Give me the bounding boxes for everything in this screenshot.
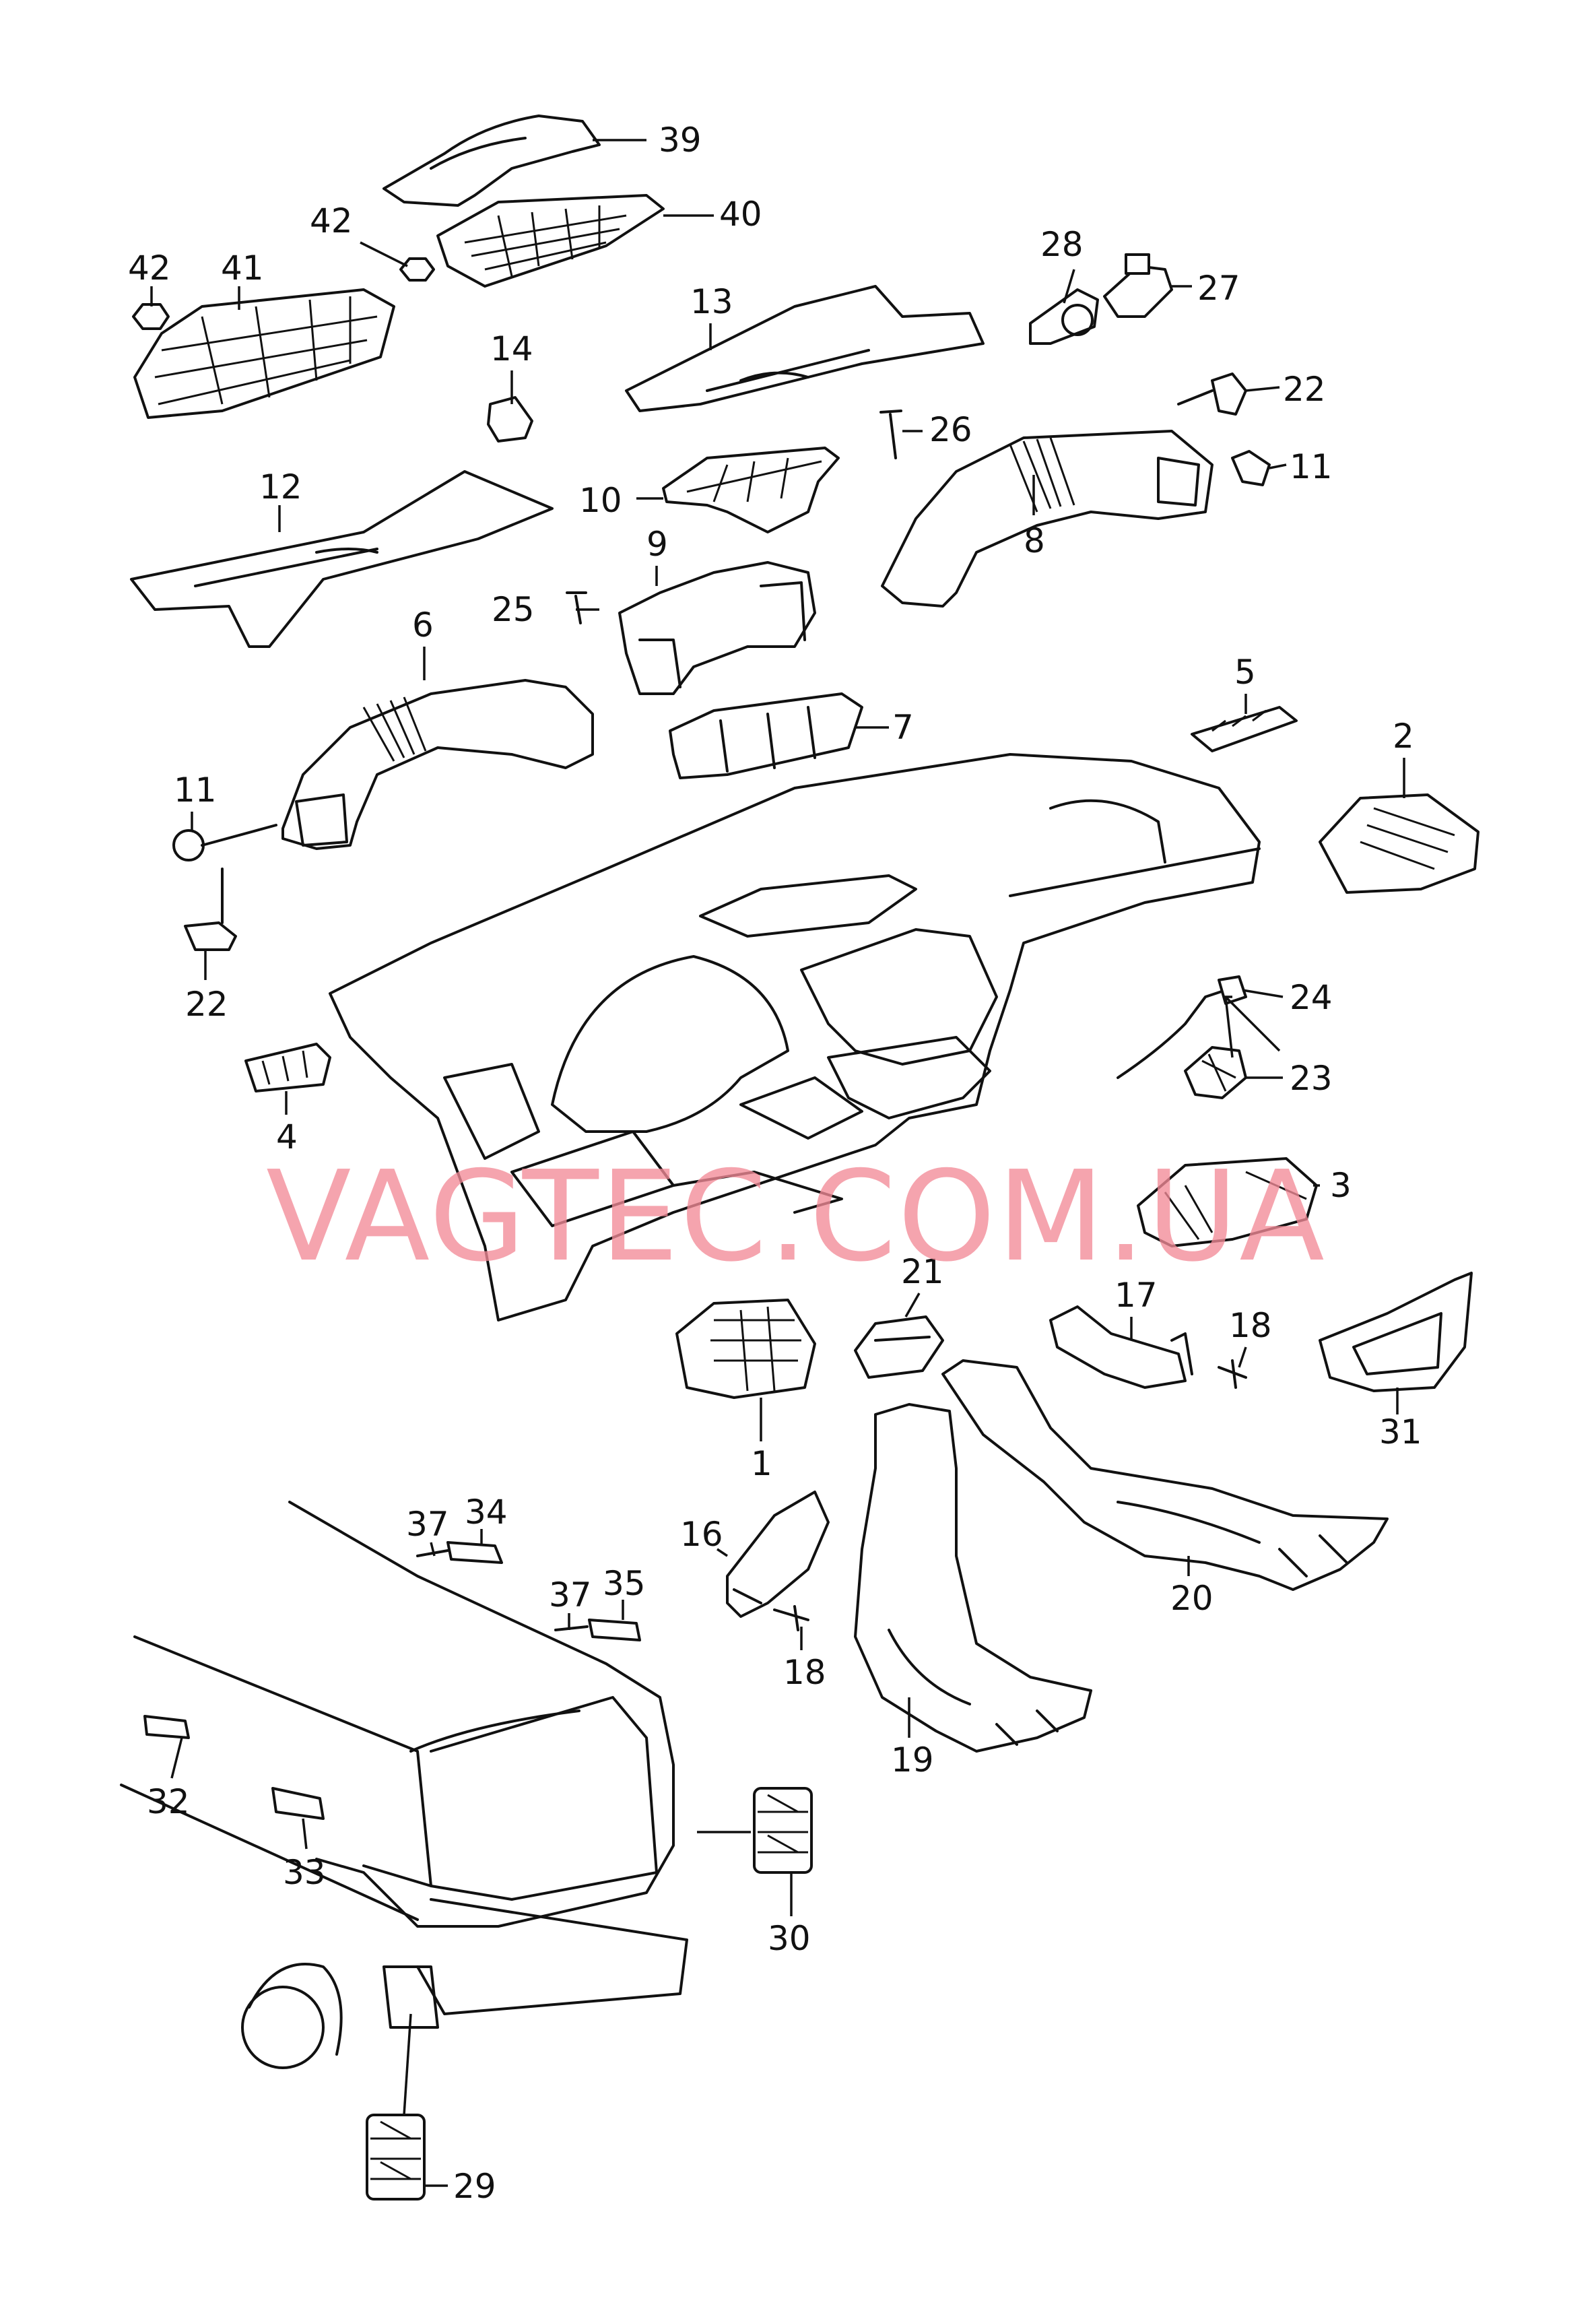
part-19-duct bbox=[854, 1403, 1092, 1753]
part-42-clip-a bbox=[132, 303, 170, 330]
callout-labels: 39 40 42 41 42 28 27 13 22 11 26 14 8 10… bbox=[128, 121, 1422, 2206]
callout-7: 7 bbox=[892, 708, 914, 747]
callout-40: 40 bbox=[719, 195, 762, 234]
callout-34: 34 bbox=[465, 1493, 508, 1532]
part-11-clip-top bbox=[1231, 450, 1271, 486]
callout-27: 27 bbox=[1197, 269, 1240, 308]
part-18-screw-center bbox=[773, 1605, 809, 1631]
callout-23: 23 bbox=[1290, 1059, 1333, 1098]
callout-41: 41 bbox=[221, 249, 264, 288]
callout-18-right: 18 bbox=[1229, 1306, 1272, 1345]
part-8-duct bbox=[881, 430, 1213, 608]
part-9-duct bbox=[618, 561, 816, 695]
callout-20: 20 bbox=[1170, 1579, 1213, 1618]
part-16-duct bbox=[726, 1491, 830, 1618]
callout-37-right: 37 bbox=[549, 1575, 592, 1615]
part-39-cover bbox=[383, 115, 601, 207]
part-26-screw bbox=[879, 410, 902, 459]
callout-32: 32 bbox=[147, 1782, 190, 1821]
callout-6: 6 bbox=[412, 606, 434, 645]
part-33-vent bbox=[271, 1787, 325, 1820]
part-37-screw-b bbox=[554, 1625, 589, 1631]
callout-35: 35 bbox=[603, 1564, 646, 1603]
part-20-duct bbox=[941, 1359, 1389, 1591]
part-18-screw-right bbox=[1218, 1359, 1247, 1389]
part-28-bracket bbox=[1029, 288, 1099, 345]
callout-25: 25 bbox=[492, 590, 535, 629]
callout-26: 26 bbox=[929, 410, 972, 449]
part-29-vent bbox=[366, 2114, 426, 2200]
callout-10: 10 bbox=[579, 481, 622, 520]
part-2-vent bbox=[1319, 793, 1479, 894]
part-10-vent bbox=[662, 447, 840, 533]
callout-3: 3 bbox=[1330, 1166, 1352, 1205]
callout-28: 28 bbox=[1040, 225, 1084, 264]
callout-1: 1 bbox=[751, 1444, 772, 1483]
part-27-sensor bbox=[1103, 253, 1173, 318]
callout-13: 13 bbox=[690, 282, 733, 321]
part-32-vent bbox=[143, 1715, 190, 1739]
part-40-grille-duct bbox=[436, 194, 665, 288]
part-25-screw bbox=[566, 591, 587, 624]
callout-16: 16 bbox=[680, 1515, 723, 1554]
part-5-vent bbox=[1191, 706, 1298, 752]
part-1-vent bbox=[675, 1299, 816, 1399]
part-31-console bbox=[1319, 1272, 1473, 1392]
leader-lines bbox=[150, 139, 1405, 2187]
callout-22-top: 22 bbox=[1283, 370, 1326, 409]
callout-2: 2 bbox=[1393, 717, 1414, 756]
part-13-rail bbox=[625, 285, 985, 412]
part-22-sensor-left bbox=[184, 868, 237, 951]
part-41-panel bbox=[133, 288, 395, 419]
callout-9: 9 bbox=[646, 525, 668, 564]
vehicle-rear bbox=[120, 1501, 688, 2069]
part-30-vent bbox=[753, 1787, 813, 1874]
part-11-clip-left bbox=[172, 824, 277, 861]
part-17-duct bbox=[1049, 1305, 1193, 1389]
callout-12: 12 bbox=[259, 467, 302, 507]
part-21-module bbox=[854, 1315, 944, 1379]
part-12-rail bbox=[130, 470, 554, 648]
watermark: VAGTEC.COM.UA bbox=[266, 1144, 1326, 1289]
callout-17: 17 bbox=[1115, 1276, 1158, 1315]
callout-33: 33 bbox=[283, 1853, 326, 1892]
part-6-duct bbox=[281, 679, 594, 850]
part-7-vent-housing bbox=[669, 692, 863, 779]
callout-11-left: 11 bbox=[174, 771, 217, 810]
callout-21: 21 bbox=[901, 1252, 944, 1291]
part-42-clip-b bbox=[399, 257, 435, 282]
callout-14: 14 bbox=[490, 329, 533, 368]
callout-4: 4 bbox=[276, 1117, 298, 1156]
callout-5: 5 bbox=[1234, 653, 1256, 692]
part-34-vent bbox=[446, 1541, 503, 1564]
callout-24: 24 bbox=[1290, 978, 1333, 1017]
callout-11-top: 11 bbox=[1290, 447, 1333, 486]
callout-22-left: 22 bbox=[185, 985, 228, 1024]
dashboard bbox=[329, 753, 1261, 1322]
part-3-vent bbox=[1137, 1157, 1318, 1247]
callout-42-center: 42 bbox=[310, 201, 353, 240]
part-22-sensor-top bbox=[1177, 372, 1247, 416]
part-14-clip bbox=[487, 396, 533, 443]
callout-8: 8 bbox=[1024, 521, 1045, 560]
part-23-fan bbox=[1184, 1046, 1247, 1099]
callout-42-left: 42 bbox=[128, 249, 171, 288]
callout-37-left: 37 bbox=[406, 1505, 449, 1544]
callout-18-center: 18 bbox=[783, 1653, 826, 1692]
callout-29: 29 bbox=[453, 2167, 496, 2206]
callout-39: 39 bbox=[659, 121, 702, 160]
callout-31: 31 bbox=[1379, 1412, 1422, 1452]
part-4-vent bbox=[244, 1043, 331, 1093]
callout-30: 30 bbox=[768, 1919, 811, 1958]
callout-19: 19 bbox=[891, 1740, 934, 1780]
part-35-vent bbox=[588, 1619, 641, 1641]
